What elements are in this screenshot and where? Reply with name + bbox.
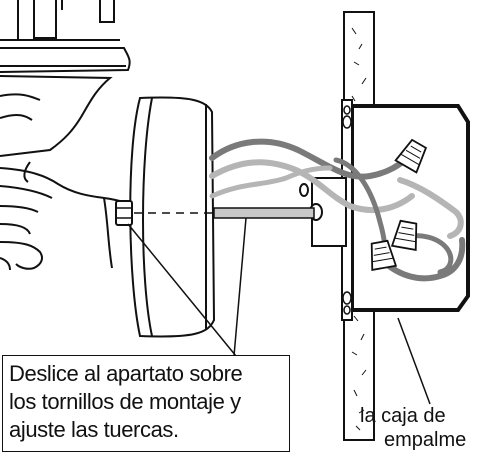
mounting-stud (115, 200, 133, 226)
box-screws (342, 105, 352, 315)
fixture-canopy (129, 96, 216, 338)
lantern-fixture (0, 0, 141, 271)
callout-line-3: ajuste las tuercas. (9, 417, 179, 442)
callout-leader-lines (127, 217, 247, 357)
callout-line-1: Deslice al apartato sobre (9, 361, 243, 386)
wire-nut-middle (390, 219, 418, 251)
junction-label-line-2: empalme (384, 429, 467, 451)
callout-line-2: los tornillos de montaje y (9, 389, 241, 414)
junction-label-line-1: la caja de (360, 405, 446, 427)
callout-text-box: Deslice al apartato sobre los tornillos … (2, 355, 290, 452)
wire-nut-bottom (370, 239, 398, 271)
fixture-wires (209, 138, 466, 282)
wall-texture (351, 27, 367, 431)
junction-leader-line (397, 317, 431, 405)
wire-nut-top (394, 138, 428, 174)
mounting-screw-rod (213, 207, 315, 219)
junction-box-label: la caja de empalme (360, 404, 480, 452)
